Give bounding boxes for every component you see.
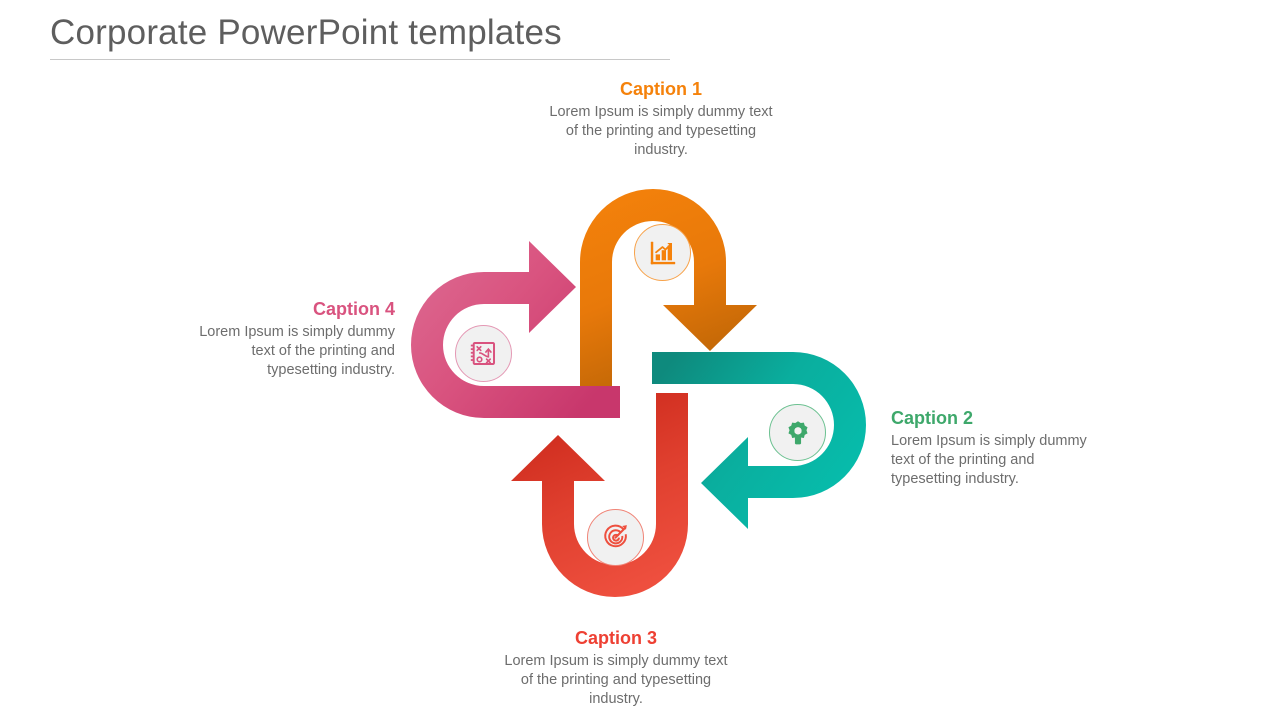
gear-icon [787,420,808,444]
caption-title-2: Caption 2 [891,408,974,428]
arrow-path-orange [580,189,757,392]
caption-body-1: Lorem Ipsum is simply dummy text of the … [549,104,773,158]
step-2-icon-badge [769,404,826,461]
caption-title-3: Caption 3 [574,628,657,648]
target-bullseye-icon [603,524,627,547]
step-1-icon-badge [634,224,691,281]
caption-block-2: Caption 2 Lorem Ipsum is simply dummy te… [891,407,1106,489]
step-4-icon-badge [455,325,512,382]
caption-body-3: Lorem Ipsum is simply dummy text of the … [504,653,728,707]
page-title: Corporate PowerPoint templates [50,13,562,52]
arrow-path-teal [652,352,866,529]
arrow-step-3 [511,393,688,597]
title-divider [50,59,670,60]
caption-block-3: Caption 3 Lorem Ipsum is simply dummy te… [500,627,732,709]
arrow-step-2 [652,352,866,529]
caption-title-1: Caption 1 [619,79,702,99]
caption-title-4: Caption 4 [312,299,395,319]
caption-body-4: Lorem Ipsum is simply dummy text of the … [199,324,395,378]
caption-block-4: Caption 4 Lorem Ipsum is simply dummy te… [185,298,395,380]
arrow-step-1 [580,189,757,392]
step-3-icon-badge [587,509,644,566]
arrow-path-red [511,393,688,597]
arrow-step-4 [411,241,620,418]
arrow-path-pink [411,241,620,418]
caption-block-1: Caption 1 Lorem Ipsum is simply dummy te… [545,78,777,160]
bar-chart-growth-icon [650,241,675,264]
title-block: Corporate PowerPoint templates [50,10,670,60]
strategy-board-icon [470,341,496,366]
caption-body-2: Lorem Ipsum is simply dummy text of the … [891,433,1087,487]
